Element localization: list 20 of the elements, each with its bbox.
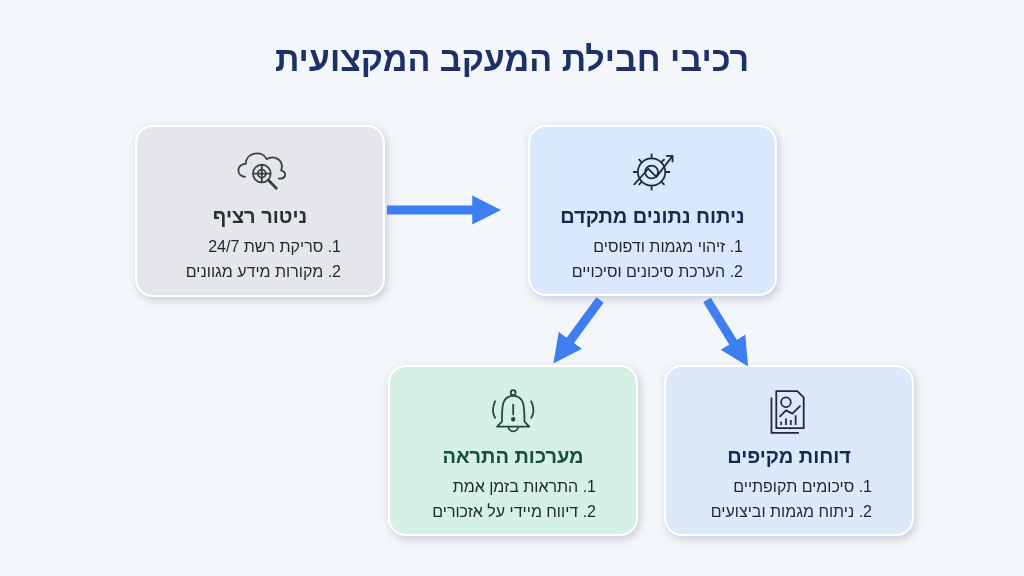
list-item: 2. דיווח מיידי על אזכורים	[432, 503, 596, 521]
title: רכיבי חבילת המעקב המקצועית	[274, 40, 750, 79]
card-title: דוחות מקיפים	[727, 445, 851, 468]
list-item: 2. הערכת סיכונים וסיכויים	[571, 263, 743, 281]
card-title: ניטור רציף	[212, 205, 308, 228]
arrow	[387, 195, 502, 225]
card-title: ניתוח נתונים מתקדם	[560, 205, 745, 228]
list-item: 1. סיכומים תקופתיים	[733, 478, 872, 496]
list-item: 1. התראות בזמן אמת	[452, 478, 596, 496]
list-item: 1. סריקת רשת 24/7	[208, 238, 341, 256]
process-box	[664, 365, 914, 536]
card-title: מערכות התראה	[442, 445, 584, 468]
process-box	[528, 125, 777, 296]
arrow	[703, 297, 749, 367]
process-box	[135, 125, 385, 297]
list-item: 2. מקורות מידע מגוונים	[185, 263, 341, 281]
arrow	[553, 297, 604, 364]
list-item: 2. ניתוח מגמות וביצועים	[710, 503, 872, 521]
process-box	[388, 365, 638, 536]
list-item: 1. זיהוי מגמות ודפוסים	[593, 238, 743, 256]
